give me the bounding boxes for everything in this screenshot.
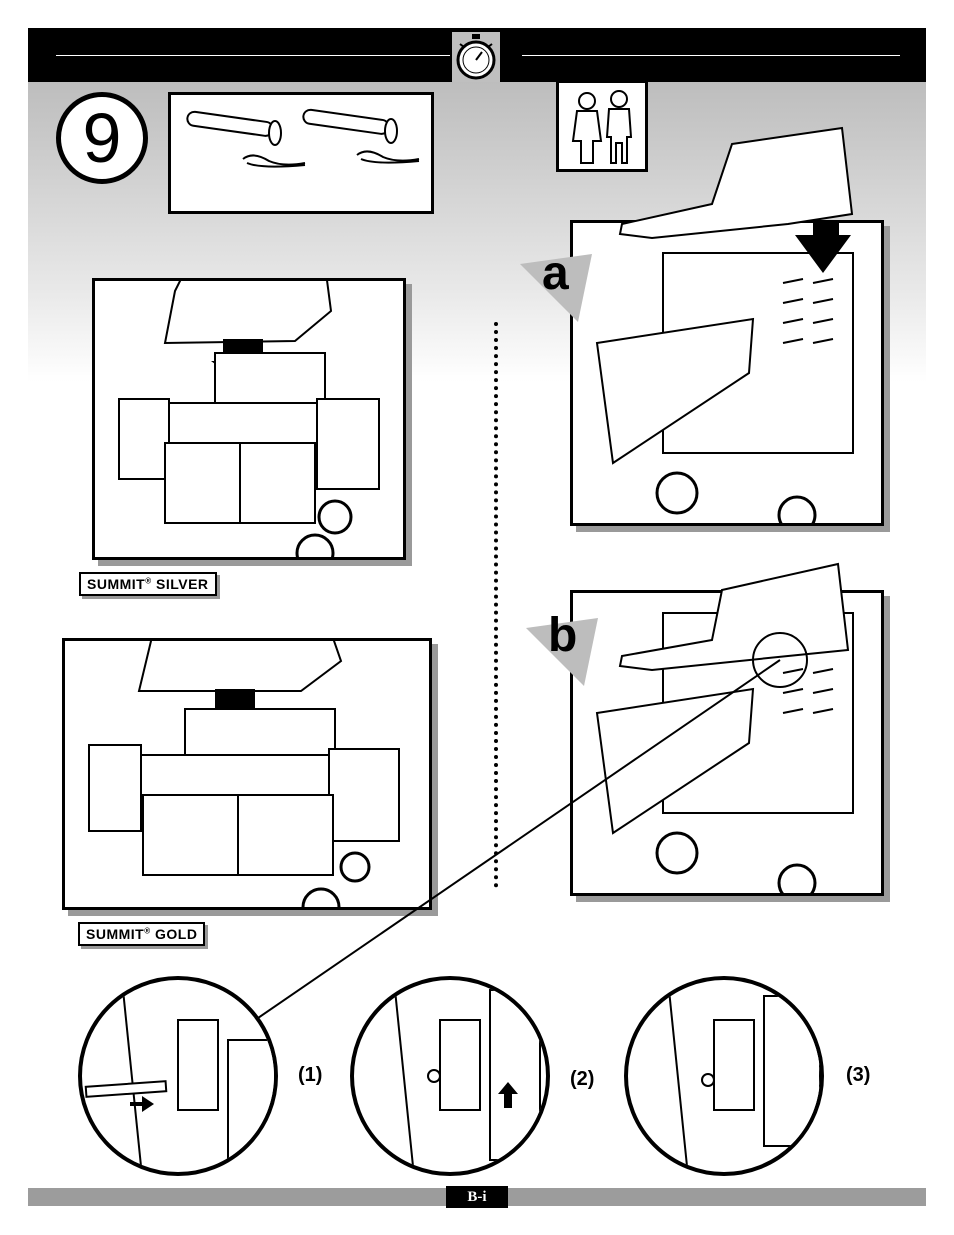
detail-2-circle [350,976,550,1176]
detail-1-circle [78,976,278,1176]
page-number: B-i [446,1186,508,1208]
detail-1-label: (1) [298,1064,322,1087]
detail-3-label: (3) [846,1064,870,1087]
detail-2-label: (2) [570,1068,594,1091]
detail-3-circle [624,976,824,1176]
